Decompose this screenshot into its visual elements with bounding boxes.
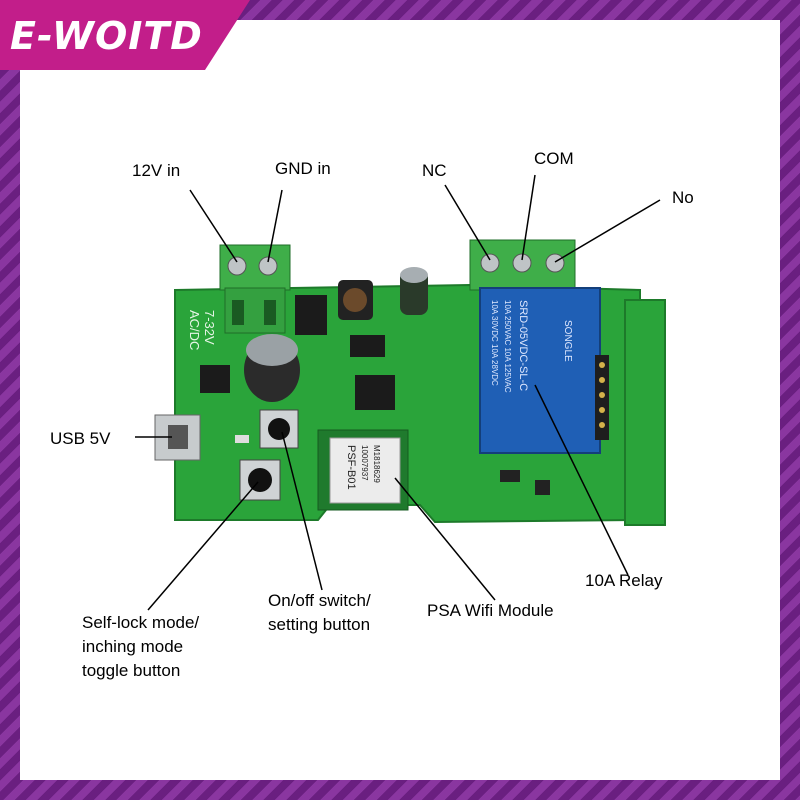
brand-banner: E-WOITD — [0, 0, 250, 70]
label-usb-5v: USB 5V — [50, 429, 111, 448]
label-self-lock-line3: toggle button — [82, 661, 181, 680]
label-onoff-line1: On/off switch/ — [268, 591, 371, 610]
header-pins — [595, 355, 609, 440]
relay-component: SRD-05VDC-SL-C 10A 250VAC 10A 125VAC 10A… — [479, 287, 601, 454]
label-nc: NC — [422, 161, 447, 180]
callout-line-com — [521, 174, 536, 261]
smd-part-1 — [500, 470, 520, 482]
label-self-lock-line1: Self-lock mode/ — [82, 613, 200, 632]
relay-rating-text-1: 10A 250VAC 10A 125VAC — [503, 300, 512, 393]
brand-logo-text: E-WOITD — [10, 14, 203, 58]
on-off-setting-button — [259, 409, 299, 449]
label-com: COM — [534, 149, 574, 168]
callout-line-wifi — [394, 477, 496, 601]
smd-part-2 — [535, 480, 550, 495]
ic-chip-3 — [200, 365, 230, 393]
callout-line-12v — [189, 189, 238, 263]
callout-line-relay — [534, 384, 629, 576]
callout-lines — [135, 174, 661, 611]
output-terminal-block — [469, 239, 576, 291]
wifi-module: PSF-B01 10007937 M1818629 — [317, 429, 409, 511]
callout-line-gnd — [267, 189, 283, 263]
electrolytic-capacitor-small — [400, 267, 428, 315]
electrolytic-capacitor-large — [244, 334, 300, 402]
ic-chip-1 — [295, 295, 327, 335]
pcb-side-strip — [624, 299, 666, 526]
label-onoff-line2: setting button — [268, 615, 371, 634]
smd-led — [235, 435, 249, 443]
label-self-lock-line2: inching mode — [82, 637, 184, 656]
input-terminal-block — [219, 244, 291, 334]
label-12v-in: 12V in — [132, 161, 181, 180]
silk-acdc: AC/DC — [187, 310, 202, 350]
label-gnd-in: GND in — [275, 159, 331, 178]
label-no: No — [672, 188, 694, 207]
self-lock-toggle-button — [239, 459, 281, 501]
callout-line-onoff — [281, 431, 323, 591]
module-text-3: M1818629 — [372, 445, 381, 483]
callout-line-nc — [444, 184, 491, 261]
relay-brand-text: SONGLE — [562, 320, 573, 362]
inductor — [338, 280, 373, 320]
relay-model-text: SRD-05VDC-SL-C — [517, 300, 529, 391]
ic-chip-2 — [355, 375, 395, 410]
module-text-2: 10007937 — [360, 445, 369, 481]
callout-line-no — [554, 199, 661, 263]
callout-line-self-lock — [147, 481, 259, 611]
regulator-chip — [350, 335, 385, 357]
label-relay: 10A Relay — [585, 571, 663, 590]
relay-rating-text-2: 10A 30VDC 10A 28VDC — [490, 300, 499, 386]
label-wifi-module: PSA Wifi Module — [427, 601, 554, 620]
silk-voltage: 7-32V — [202, 310, 217, 345]
module-text-1: PSF-B01 — [345, 445, 357, 490]
